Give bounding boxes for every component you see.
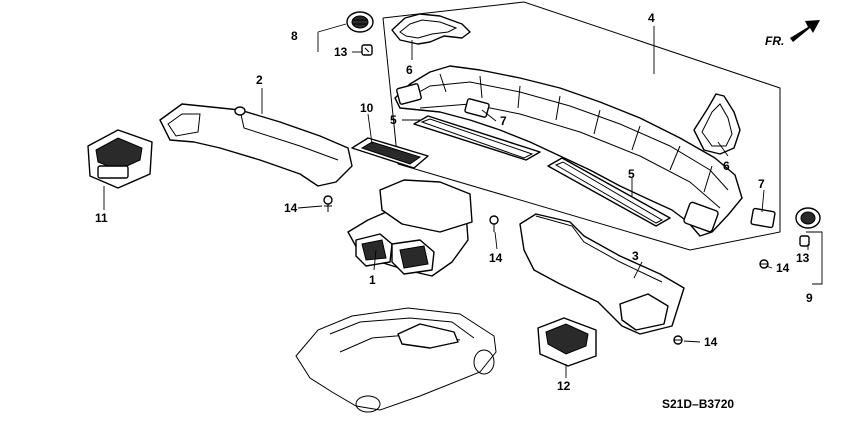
callout-14-center[interactable]: 14 bbox=[489, 251, 503, 265]
part-7-gasket-right[interactable] bbox=[750, 207, 776, 229]
part-11-left-vent[interactable] bbox=[87, 129, 153, 189]
callout-3[interactable]: 3 bbox=[632, 249, 639, 263]
part-14-screw-right[interactable] bbox=[759, 259, 769, 269]
part-5-seal-lower[interactable] bbox=[547, 157, 671, 227]
callout-14-right[interactable]: 14 bbox=[776, 261, 790, 275]
callout-7-right[interactable]: 7 bbox=[758, 177, 765, 191]
callout-14-lower[interactable]: 14 bbox=[704, 335, 718, 349]
front-direction-arrow[interactable]: FR. bbox=[765, 20, 820, 48]
part-14-screw-lower[interactable] bbox=[673, 335, 683, 345]
part-2-left-duct[interactable] bbox=[159, 103, 353, 187]
callout-8[interactable]: 8 bbox=[291, 29, 298, 43]
callout-6-left[interactable]: 6 bbox=[406, 63, 413, 77]
callout-13-right[interactable]: 13 bbox=[796, 251, 810, 265]
part-1-center-duct[interactable] bbox=[347, 179, 473, 277]
part-9-vent-grille[interactable] bbox=[795, 207, 821, 229]
callout-1[interactable]: 1 bbox=[369, 273, 376, 287]
callout-9[interactable]: 9 bbox=[806, 291, 813, 305]
callout-2[interactable]: 2 bbox=[256, 73, 263, 87]
callout-11[interactable]: 11 bbox=[95, 211, 108, 225]
callout-5-upper[interactable]: 5 bbox=[390, 113, 397, 127]
callout-6-right[interactable]: 6 bbox=[723, 159, 730, 173]
front-direction-label: FR. bbox=[765, 34, 784, 48]
arrow-icon bbox=[790, 20, 820, 42]
callout-13-top[interactable]: 13 bbox=[334, 45, 348, 59]
callout-12[interactable]: 12 bbox=[557, 379, 571, 393]
part-6-seal-right[interactable] bbox=[693, 93, 741, 155]
part-13-clip-top[interactable] bbox=[361, 44, 373, 56]
callout-10[interactable]: 10 bbox=[360, 101, 374, 115]
part-14-screw-center[interactable] bbox=[489, 215, 499, 232]
assembly-frame bbox=[382, 1, 781, 251]
callout-5-lower[interactable]: 5 bbox=[628, 167, 635, 181]
callout-7-left[interactable]: 7 bbox=[500, 114, 507, 128]
part-13-clip-right[interactable] bbox=[799, 235, 810, 247]
part-5-seal-upper[interactable] bbox=[413, 115, 541, 161]
part-12-right-vent[interactable] bbox=[537, 317, 597, 367]
part-8-vent-grille[interactable] bbox=[346, 11, 374, 33]
part-7-gasket-left[interactable] bbox=[464, 98, 490, 118]
diagram-code: S21D–B3720 bbox=[662, 397, 734, 411]
callout-4[interactable]: 4 bbox=[648, 11, 655, 25]
callout-14-left[interactable]: 14 bbox=[284, 201, 298, 215]
part-10-center-grille[interactable] bbox=[351, 137, 429, 169]
part-14-screw-left[interactable] bbox=[323, 195, 333, 212]
part-3-right-duct[interactable] bbox=[519, 213, 685, 335]
vehicle-location-sketch bbox=[295, 307, 497, 413]
